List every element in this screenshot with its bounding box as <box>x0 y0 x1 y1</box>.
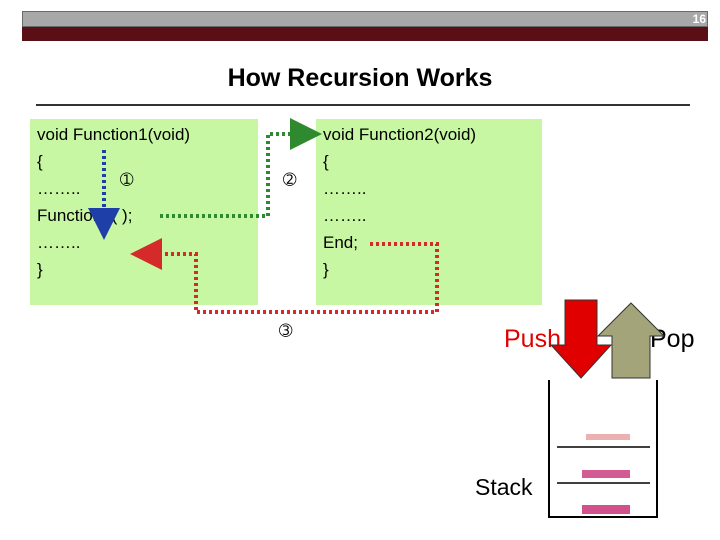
header-grey-band <box>22 11 708 27</box>
stack-frame-middle <box>582 470 630 478</box>
push-arrow-icon <box>549 299 613 379</box>
function1-line-2: { <box>37 152 43 171</box>
stack-frame-bottom <box>582 505 630 514</box>
function1-line-6: } <box>37 260 43 279</box>
function2-line-4: …….. <box>323 206 367 225</box>
function1-box <box>30 119 258 305</box>
step-marker-2: ➁ <box>283 172 297 189</box>
slide-header-bar: 16 <box>22 11 708 41</box>
function2-box <box>316 119 542 305</box>
title-underline <box>36 104 690 106</box>
stack-frame-top <box>586 434 630 440</box>
stack-label: Stack <box>475 474 533 500</box>
function2-line-2: { <box>323 152 329 171</box>
function2-line-5: End; <box>323 233 358 252</box>
push-label: Push <box>504 325 561 353</box>
function2-line-1: void Function2(void) <box>323 125 477 144</box>
slide-number: 16 <box>692 12 706 26</box>
function2-line-3: …….. <box>323 179 367 198</box>
function2-line-6: } <box>323 260 329 279</box>
step-marker-3: ➂ <box>279 323 293 340</box>
function1-line-3: …….. <box>37 179 81 198</box>
step-marker-1: ➀ <box>120 172 134 189</box>
slide-title: How Recursion Works <box>227 64 493 92</box>
call-arrow-step2 <box>160 118 322 218</box>
header-maroon-band <box>22 27 708 41</box>
return-arrow-step3 <box>130 238 439 314</box>
function1-line-1: void Function1(void) <box>37 125 191 144</box>
function1-line-5: …….. <box>37 233 81 252</box>
stack-container <box>548 380 658 518</box>
pop-arrow-icon <box>596 302 666 379</box>
